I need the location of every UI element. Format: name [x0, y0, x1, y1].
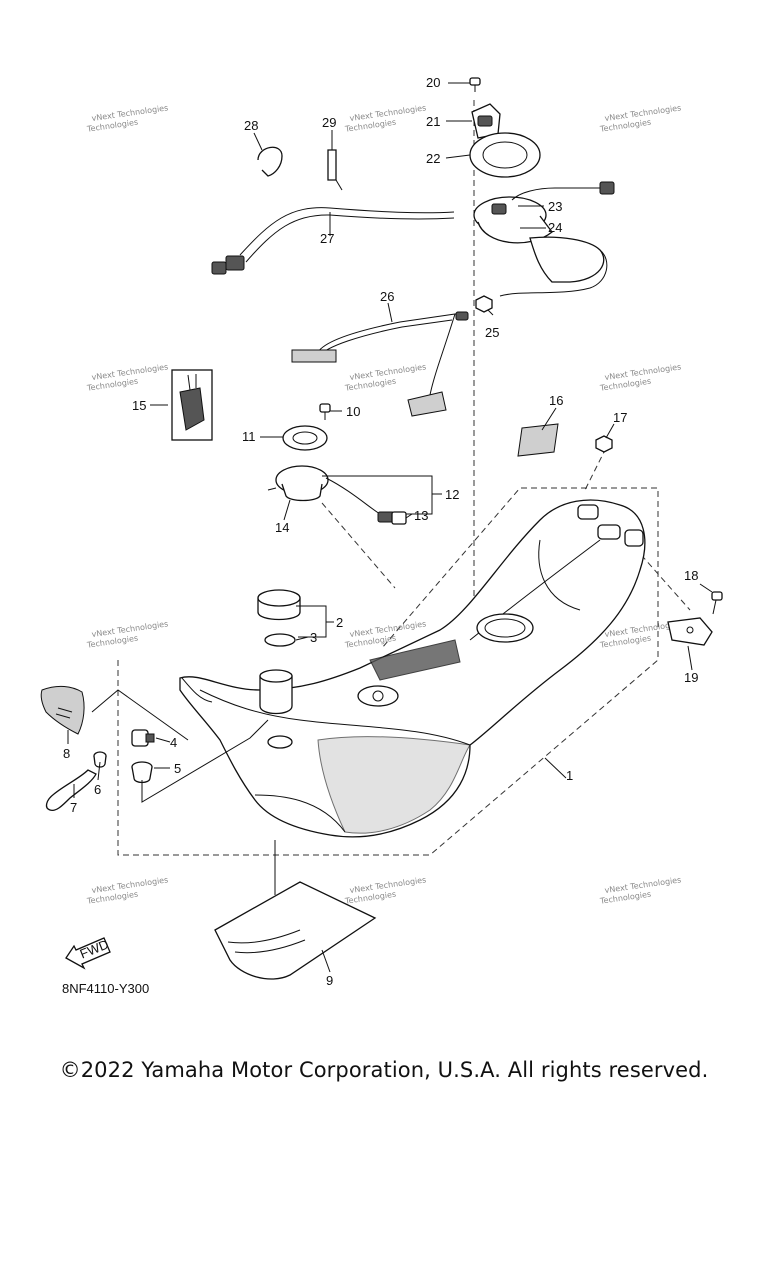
- fuel-tank: [179, 499, 646, 838]
- sender-detail-inset: [171, 369, 213, 441]
- hose-clamp: [257, 146, 283, 177]
- watermark-3: vNext Technologies Technologies: [598, 103, 681, 134]
- copyright-notice: ©2022 Yamaha Motor Corporation, U.S.A. A…: [59, 1058, 709, 1082]
- breather-hose: [45, 769, 97, 812]
- diagram-code: 8NF4110-Y300: [62, 981, 149, 996]
- callout-12: 12: [445, 487, 459, 502]
- callout-10: 10: [346, 404, 360, 419]
- callout-7: 7: [70, 800, 77, 815]
- callout-labels: 1 2 3 4 5 6 7 8 9 10 11 12 13 14 15 16 1…: [63, 75, 698, 988]
- callout-23: 23: [548, 199, 562, 214]
- callout-1: 1: [566, 768, 573, 783]
- fuel-pump: [473, 181, 615, 297]
- fuel-hose-long: [291, 311, 469, 417]
- callout-15: 15: [132, 398, 146, 413]
- caution-label: [517, 423, 559, 457]
- hose-clip: [93, 751, 107, 768]
- callout-21: 21: [426, 114, 440, 129]
- pump-gasket: [469, 132, 541, 178]
- fuel-sender: [267, 465, 407, 525]
- watermark-11: vNext Technologies Technologies: [343, 875, 426, 906]
- callout-5: 5: [174, 761, 181, 776]
- sender-bolt: [319, 403, 331, 420]
- document-pouch: [214, 881, 377, 980]
- callout-9: 9: [326, 973, 333, 988]
- pump-screw: [469, 77, 481, 92]
- sender-gasket: [282, 425, 328, 451]
- callout-29: 29: [322, 115, 336, 130]
- grommet: [131, 761, 153, 784]
- callout-26: 26: [380, 289, 394, 304]
- callout-13: 13: [414, 508, 428, 523]
- forward-arrow-icon: FWD: [65, 936, 111, 970]
- breather-valve: [131, 729, 155, 747]
- callout-3: 3: [310, 630, 317, 645]
- watermark-10: vNext Technologies Technologies: [85, 875, 168, 906]
- callout-16: 16: [549, 393, 563, 408]
- pump-nut: [475, 295, 493, 313]
- watermark-2: vNext Technologies Technologies: [343, 103, 426, 134]
- cable-band: [327, 149, 343, 191]
- mounting-bracket: [667, 617, 713, 646]
- callout-2: 2: [336, 615, 343, 630]
- callout-11: 11: [242, 429, 256, 444]
- nut: [595, 435, 613, 453]
- callout-4: 4: [170, 735, 177, 750]
- watermark-4: vNext Technologies Technologies: [85, 362, 168, 393]
- watermark-7: vNext Technologies Technologies: [85, 619, 168, 650]
- foam-pad: [40, 685, 85, 735]
- fuel-cap: [257, 589, 301, 621]
- callout-20: 20: [426, 75, 440, 90]
- callout-14: 14: [275, 520, 289, 535]
- guide-line-sender: [321, 502, 396, 589]
- callout-8: 8: [63, 746, 70, 761]
- cap-gasket: [264, 633, 296, 647]
- callout-27: 27: [320, 231, 334, 246]
- watermark-1: vNext Technologies Technologies: [85, 103, 168, 134]
- pump-plate: [471, 103, 501, 139]
- callout-19: 19: [684, 670, 698, 685]
- callout-6: 6: [94, 782, 101, 797]
- callout-28: 28: [244, 118, 258, 133]
- callout-25: 25: [485, 325, 499, 340]
- callout-17: 17: [613, 410, 627, 425]
- leader-lines: [67, 82, 713, 973]
- callout-24: 24: [548, 220, 562, 235]
- watermark-5: vNext Technologies Technologies: [343, 362, 426, 393]
- tank-assembly-outline: [117, 487, 659, 856]
- bracket-bolt: [711, 591, 723, 615]
- callout-22: 22: [426, 151, 440, 166]
- watermark-12: vNext Technologies Technologies: [598, 875, 681, 906]
- watermark-6: vNext Technologies Technologies: [598, 362, 681, 393]
- guide-line-nut: [584, 447, 607, 491]
- callout-18: 18: [684, 568, 698, 583]
- filler-neck: [259, 669, 293, 749]
